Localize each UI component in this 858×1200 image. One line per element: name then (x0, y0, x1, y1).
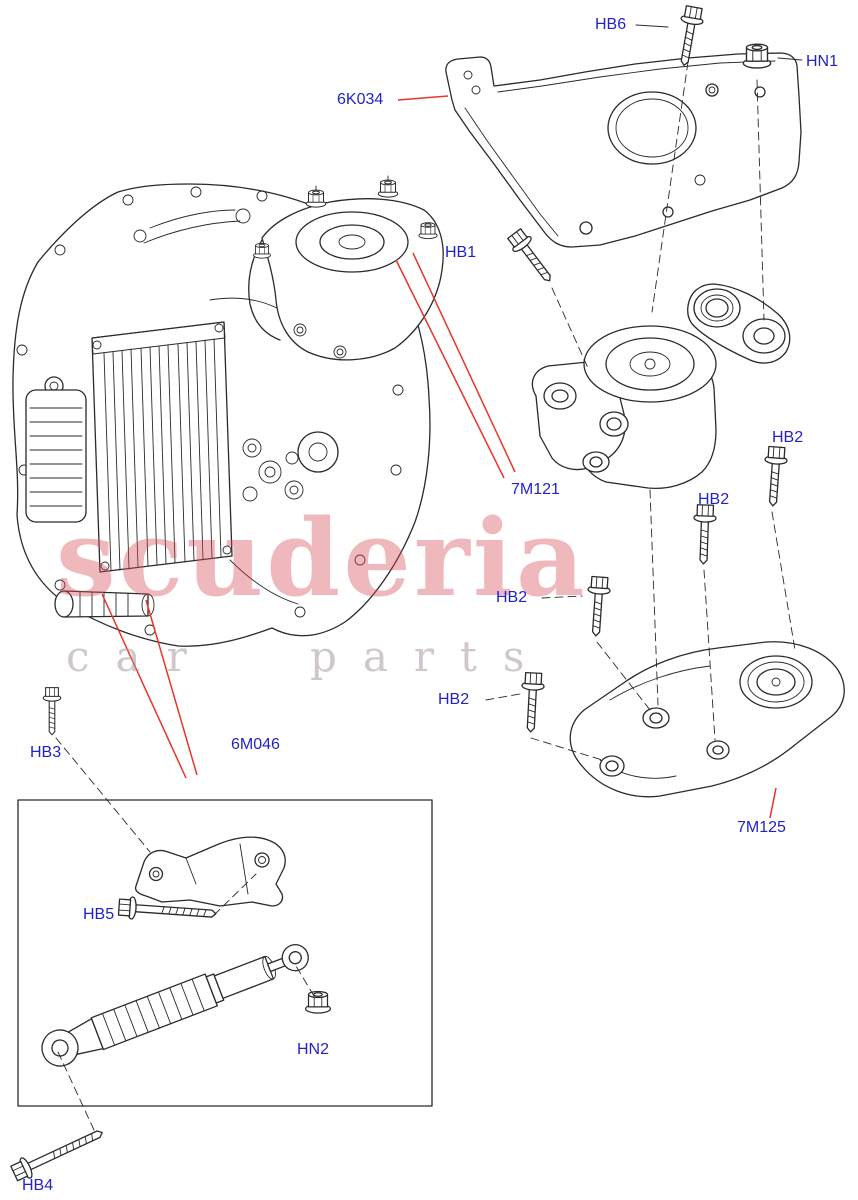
stud-nut-icon (253, 242, 271, 259)
part-label-hb2-right[interactable]: HB2 (772, 429, 804, 446)
part-label-6m046[interactable]: 6M046 (231, 736, 280, 753)
part-label-hn1[interactable]: HN1 (806, 53, 839, 70)
hb2-left-bolt-icon (584, 575, 612, 638)
part-label-hb4[interactable]: HB4 (22, 1177, 54, 1194)
oil-cooler-drawing (25, 376, 87, 523)
installed-torque-strut-drawing (54, 590, 155, 618)
part-label-hb3[interactable]: HB3 (30, 744, 62, 761)
hn2-nut-icon (305, 990, 331, 1014)
part-label-hn2[interactable]: HN2 (297, 1041, 330, 1058)
part-label-hb5[interactable]: HB5 (83, 906, 115, 923)
mount-7M121-drawing (531, 283, 791, 490)
part-label-7m121[interactable]: 7M121 (511, 481, 560, 498)
stud-nut-icon (418, 222, 438, 240)
kit-boundary-box (17, 799, 433, 1107)
bracket-6K034-drawing (445, 52, 802, 248)
bracket-7M125-drawing (569, 641, 845, 798)
part-label-hb2-lower[interactable]: HB2 (438, 691, 470, 708)
assembly-dashed-lines (55, 61, 796, 1131)
transmission-assembly-drawing (12, 175, 444, 647)
hb2-right-bolt-icon (761, 445, 789, 508)
part-label-hb6[interactable]: HB6 (595, 16, 627, 33)
part-label-hb2-middle[interactable]: HB2 (698, 491, 730, 508)
hb2-middle-bolt-icon (691, 503, 718, 566)
hb2-lower-bolt-icon (518, 671, 546, 734)
strut-bracket-drawing (134, 836, 286, 907)
part-label-hb1[interactable]: HB1 (445, 244, 477, 261)
part-label-hb2-left[interactable]: HB2 (496, 589, 528, 606)
hb3-bolt-icon (42, 687, 62, 736)
torque-strut-damper-drawing (41, 944, 309, 1067)
stud-nut-icon (305, 189, 327, 208)
stud-nut-icon (377, 179, 399, 198)
hb4-bolt-icon (8, 1121, 108, 1185)
leader-lines (101, 95, 777, 819)
part-label-7m125[interactable]: 7M125 (737, 819, 786, 836)
hn1-nut-icon (742, 43, 772, 69)
label-pointer-lines (635, 24, 803, 61)
torque-strut-kit-6M046-drawing (17, 799, 433, 1107)
part-label-6k034[interactable]: 6K034 (337, 91, 384, 108)
transmission-cooler-drawing (91, 321, 233, 573)
installed-mount-drawing (248, 175, 444, 361)
valve-body-drawing (242, 431, 339, 502)
